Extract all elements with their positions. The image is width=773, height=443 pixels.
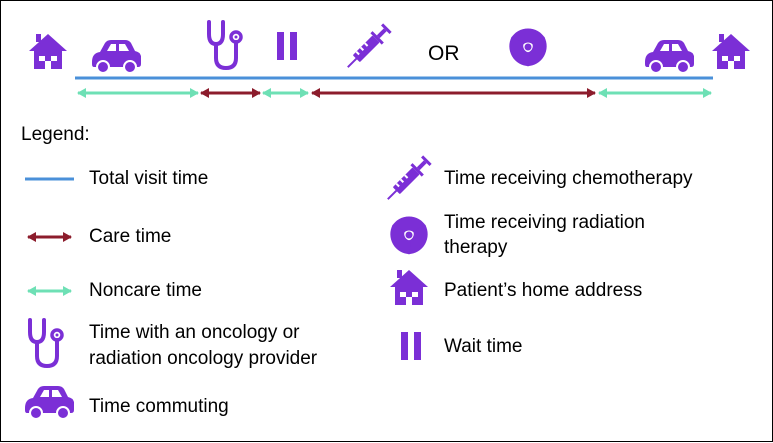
or-label: OR	[428, 42, 460, 65]
legend-noncare-time: Noncare time	[89, 280, 202, 301]
pause-icon	[277, 32, 297, 60]
legend-chemo-time: Time receiving chemotherapy	[444, 168, 693, 189]
legend-wait-time: Wait time	[444, 336, 523, 357]
radiation-icon	[503, 28, 553, 71]
house-icon	[390, 270, 428, 305]
house-icon	[29, 34, 67, 69]
car-icon	[24, 385, 75, 420]
legend-care-time: Care time	[89, 226, 172, 247]
legend-home-address: Patient’s home address	[444, 280, 643, 301]
legend-commuting-time: Time commuting	[89, 396, 229, 417]
legend-radiation-time-line1: Time receiving radiation	[444, 212, 645, 233]
car-icon	[91, 39, 142, 74]
legend-provider-time-line2: radiation oncology provider	[89, 348, 318, 369]
legend-radiation-time-line2: therapy	[444, 237, 508, 258]
legend-provider-time-line1: Time with an oncology or	[89, 322, 300, 343]
pause-icon	[401, 332, 421, 360]
legend-title: Legend:	[21, 124, 90, 145]
car-icon	[644, 39, 695, 74]
radiation-icon	[384, 216, 434, 259]
legend-total-visit-time: Total visit time	[89, 168, 209, 189]
syringe-icon	[382, 153, 434, 205]
stethoscope-icon	[207, 20, 243, 70]
stethoscope-icon	[28, 318, 64, 368]
house-icon	[712, 34, 750, 69]
syringe-icon	[342, 21, 394, 73]
